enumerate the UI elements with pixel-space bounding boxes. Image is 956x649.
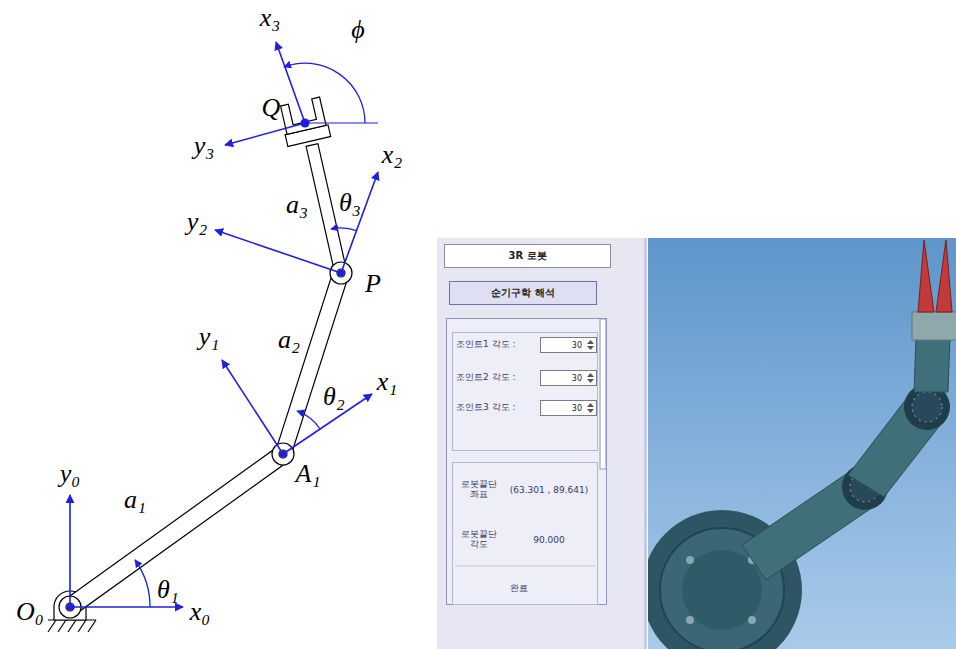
done-button: 완료 — [510, 584, 528, 594]
result-box — [453, 463, 598, 605]
group-edge — [600, 319, 606, 469]
angle-input: 30 — [540, 370, 597, 386]
group-box — [447, 319, 607, 605]
link-a2 — [275, 271, 348, 457]
3d-view — [648, 238, 956, 649]
spinner — [586, 338, 595, 352]
tab-button: 순기구학 해석 — [449, 281, 597, 305]
axis-label: y₂ — [187, 208, 208, 237]
link-a1 — [65, 447, 289, 615]
link-label: a₂ — [278, 326, 300, 355]
box-text: 30 — [572, 374, 582, 383]
point-label: A₁ — [296, 460, 321, 489]
point-label: P — [365, 270, 381, 299]
box-text: 순기구학 해석 — [491, 286, 554, 300]
result-label: 로봇끝단 각도 — [458, 530, 500, 550]
field-label: 조인트1 각도 : — [456, 340, 515, 350]
field-label: 조인트3 각도 : — [456, 403, 515, 413]
axis-label: x₃ — [260, 4, 281, 33]
spinner — [586, 371, 595, 385]
separator — [455, 566, 595, 567]
link-label: a₃ — [286, 191, 308, 220]
link-label: a₁ — [124, 486, 146, 515]
frame-origins — [67, 119, 345, 611]
box-text: 30 — [572, 341, 582, 350]
joint-box — [453, 333, 598, 451]
result-value: (63.301 , 89.641) — [510, 486, 589, 496]
axis-label: y₁ — [199, 323, 220, 352]
title-box: 3R 로봇 — [444, 244, 611, 268]
frame-axes — [70, 42, 378, 607]
axis-label: x₀ — [190, 598, 211, 627]
result-value: 90.000 — [533, 536, 565, 546]
angle-label: θ₁ — [157, 576, 179, 605]
angle-label: θ₃ — [339, 189, 361, 218]
angle-arcs — [135, 63, 365, 607]
result-label: 로봇끝단 좌표 — [458, 480, 500, 500]
gui-panel — [437, 238, 645, 649]
angle-label: ϕ — [351, 16, 364, 45]
box-text: 30 — [572, 404, 582, 413]
axis-label: x₁ — [377, 368, 398, 397]
joint-circles — [59, 262, 352, 618]
spinner — [586, 401, 595, 415]
view-divider — [644, 238, 647, 649]
axis-label: x₂ — [382, 141, 403, 170]
box-text: 3R 로봇 — [508, 249, 546, 263]
axis-label: y₃ — [194, 132, 215, 161]
axis-label: y₀ — [60, 460, 81, 489]
point-label: Q — [262, 94, 281, 123]
ground-hatch — [48, 620, 96, 632]
reference-line — [305, 122, 378, 123]
point-label: O₀ — [16, 598, 44, 627]
angle-input: 30 — [540, 400, 597, 416]
robot-render — [648, 240, 956, 649]
angle-label: θ₂ — [323, 383, 345, 412]
angle-input: 30 — [540, 337, 597, 353]
field-label: 조인트2 각도 : — [456, 373, 515, 383]
